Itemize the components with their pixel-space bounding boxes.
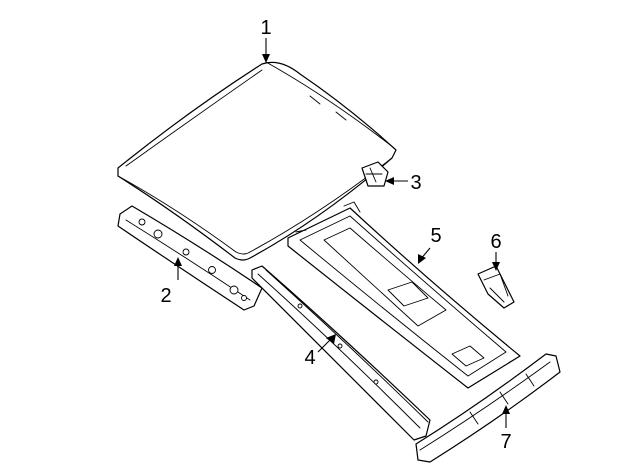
callout-3: 3 [410, 172, 421, 194]
roof-panel-part-1[interactable] [117, 61, 397, 261]
callout-6: 6 [490, 231, 501, 253]
bracket-part-6[interactable] [477, 265, 515, 309]
callout-7: 7 [500, 431, 511, 453]
roof-rail-part-4[interactable] [251, 265, 431, 441]
leader-lines [174, 38, 510, 428]
front-header-part-2[interactable] [117, 205, 263, 311]
sunroof-frame-part-5[interactable] [287, 201, 521, 389]
callout-2: 2 [160, 285, 171, 307]
bracket-part-3[interactable] [361, 161, 389, 187]
callout-1: 1 [260, 17, 271, 39]
callout-4: 4 [304, 347, 315, 369]
rear-header-part-7[interactable] [415, 353, 561, 463]
callout-5: 5 [430, 225, 441, 247]
